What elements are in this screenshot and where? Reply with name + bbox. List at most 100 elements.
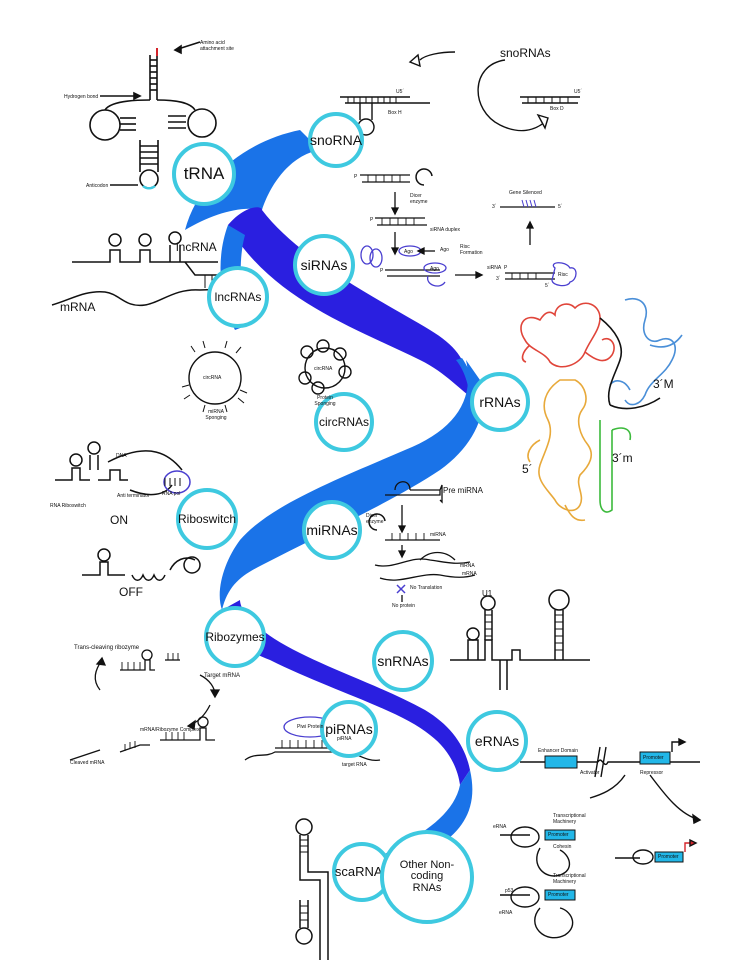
erna-transcriptional-a: Transcriptional Machinery xyxy=(553,813,586,825)
sirna-p1: P xyxy=(354,174,358,180)
sirna-sirna-label: siRNA xyxy=(487,265,502,271)
circrna-left-caption: miRNA Sponging xyxy=(205,409,227,421)
riboswitch-dna-label: DNA xyxy=(116,453,127,459)
riboswitch-on: ON xyxy=(110,513,128,527)
pirna-pirna-label: piRNA xyxy=(337,736,352,742)
erna-erna-b: eRNA xyxy=(499,910,513,916)
hub-circrnas[interactable]: circRNAs xyxy=(314,392,374,452)
snorna-box-h: Box H xyxy=(388,110,402,116)
helix-band-2 xyxy=(228,207,468,395)
snorna-u5-b: U5´ xyxy=(574,89,583,95)
snrna-u1-label: U1 xyxy=(482,589,493,598)
sirna-ago-badge: Ago xyxy=(404,249,413,255)
hub-snorna-label: snoRNA xyxy=(309,131,363,148)
trna-amino-acid-label: Amino acid attachment site xyxy=(200,40,234,52)
trna-anticodon-label: Anticodon xyxy=(86,183,109,189)
hub-trna[interactable]: tRNA xyxy=(172,142,236,206)
ribozyme-complex: mRNA/Ribozyme Complex xyxy=(140,727,200,733)
mirna-mrna-b: mRNA xyxy=(462,571,477,577)
helix-band-4 xyxy=(222,600,470,785)
sirna-p4: P xyxy=(504,265,508,271)
sirna-five-b: 5´ xyxy=(545,283,550,289)
erna-promoter-b: Promoter xyxy=(548,832,569,838)
hub-snorna[interactable]: snoRNA xyxy=(308,112,364,168)
sirna-illustration xyxy=(360,168,577,287)
hub-ribozymes[interactable]: Ribozymes xyxy=(204,606,266,668)
circrna-right-caption: Protein Sponging xyxy=(314,395,336,407)
ribozyme-illustration xyxy=(69,649,221,761)
rrna-3m-label: 3´m xyxy=(612,451,633,465)
lncrna-label: lncRNA xyxy=(176,240,217,254)
hub-snrnas[interactable]: snRNAs xyxy=(372,630,434,692)
mirna-illustration xyxy=(368,481,476,602)
riboswitch-off: OFF xyxy=(119,585,143,599)
hub-pirnas[interactable]: piRNAs xyxy=(320,700,378,758)
rrna-5-label: 5´ xyxy=(522,462,533,476)
mirna-pre-label: Pre miRNA xyxy=(443,486,484,495)
sirna-three-b: 3´ xyxy=(496,276,501,282)
sirna-p2: P xyxy=(370,217,374,223)
scarna-illustration xyxy=(295,818,329,960)
circrna-illustration xyxy=(181,339,352,413)
mirna-mirna-label: miRNA xyxy=(430,532,446,538)
hub-snrnas-label: snRNAs xyxy=(377,652,429,669)
sirna-risc-label: Risc xyxy=(558,272,568,278)
sirna-duplex-label: siRNA duplex xyxy=(430,227,461,233)
helix-band-1 xyxy=(185,130,320,230)
erna-transcriptional-b: Transcriptional Machinery xyxy=(553,873,586,885)
hub-scarnas-label: scaRNAs xyxy=(334,864,390,880)
trna-illustration xyxy=(89,41,217,190)
sirna-three-a: 3´ xyxy=(492,204,497,210)
hub-mirnas-label: miRNAs xyxy=(306,521,358,538)
sirna-risc-formation: Risc Formation xyxy=(460,244,483,256)
hub-rrnas[interactable]: rRNAs xyxy=(470,372,530,432)
hub-lncrnas-label: lncRNAs xyxy=(214,289,262,304)
hub-ernas-label: eRNAs xyxy=(474,732,520,749)
erna-cohesin: Cohesin xyxy=(553,844,572,850)
riboswitch-illustration xyxy=(55,441,201,581)
hub-sirnas[interactable]: siRNAs xyxy=(293,234,355,296)
erna-enhancer-label: Enhancer Domain xyxy=(538,748,579,754)
hub-sirnas-label: siRNAs xyxy=(300,256,348,273)
snorna-title: snoRNAs xyxy=(500,46,551,60)
hub-mirnas[interactable]: miRNAs xyxy=(302,500,362,560)
erna-promoter-d: Promoter xyxy=(548,892,569,898)
hub-ernas[interactable]: eRNAs xyxy=(466,710,528,772)
pirna-target-label: target RNA xyxy=(342,762,367,768)
mirna-no-translation: No Translation xyxy=(410,585,443,591)
sirna-p3: P xyxy=(380,268,384,274)
erna-repressor: Repressor xyxy=(640,770,664,776)
mirna-mrna-a: mRNA xyxy=(460,563,475,569)
sirna-ago-badge2: Ago xyxy=(430,266,439,272)
rrna-illustration xyxy=(520,298,683,522)
helix-band-3 xyxy=(219,360,484,610)
hub-ribozymes-label: Ribozymes xyxy=(205,629,265,644)
hub-other-line1: Other Non-coding xyxy=(399,858,455,883)
rrna-3M-label: 3´M xyxy=(653,377,674,391)
hub-pirnas-label: piRNAs xyxy=(325,720,373,737)
hub-trna-label: tRNA xyxy=(183,164,225,184)
pirna-piwi-label: Piwi Protein xyxy=(297,724,324,730)
erna-activator: Activator xyxy=(580,770,600,776)
hub-rrnas-label: rRNAs xyxy=(479,393,521,410)
sirna-ago-label: Ago xyxy=(440,247,449,253)
erna-illustration xyxy=(500,737,702,939)
riboswitch-anti-terminator: Anti terminator xyxy=(117,493,150,499)
mirna-dicer-label: Dicer enzyme xyxy=(366,513,384,525)
hub-lncrnas[interactable]: lncRNAs xyxy=(207,266,269,328)
snorna-box-d: Box D xyxy=(550,106,564,112)
sirna-five-a: 5´ xyxy=(558,204,563,210)
erna-erna-a: eRNA xyxy=(493,824,507,830)
mirna-no-protein: No protein xyxy=(392,603,416,609)
hub-other-line2: RNAs xyxy=(412,881,442,894)
circrna-left-core: circRNA xyxy=(203,375,222,381)
sirna-gene-silenced: Gene Silenced xyxy=(509,190,542,196)
riboswitch-rna-pol: RNA pol xyxy=(162,491,181,497)
erna-promoter-a: Promoter xyxy=(643,755,664,761)
riboswitch-rna-riboswitch: RNA Riboswitch xyxy=(50,503,86,509)
hub-riboswitch[interactable]: Riboswitch xyxy=(176,488,238,550)
circrna-right-core: circRNA xyxy=(314,366,333,372)
